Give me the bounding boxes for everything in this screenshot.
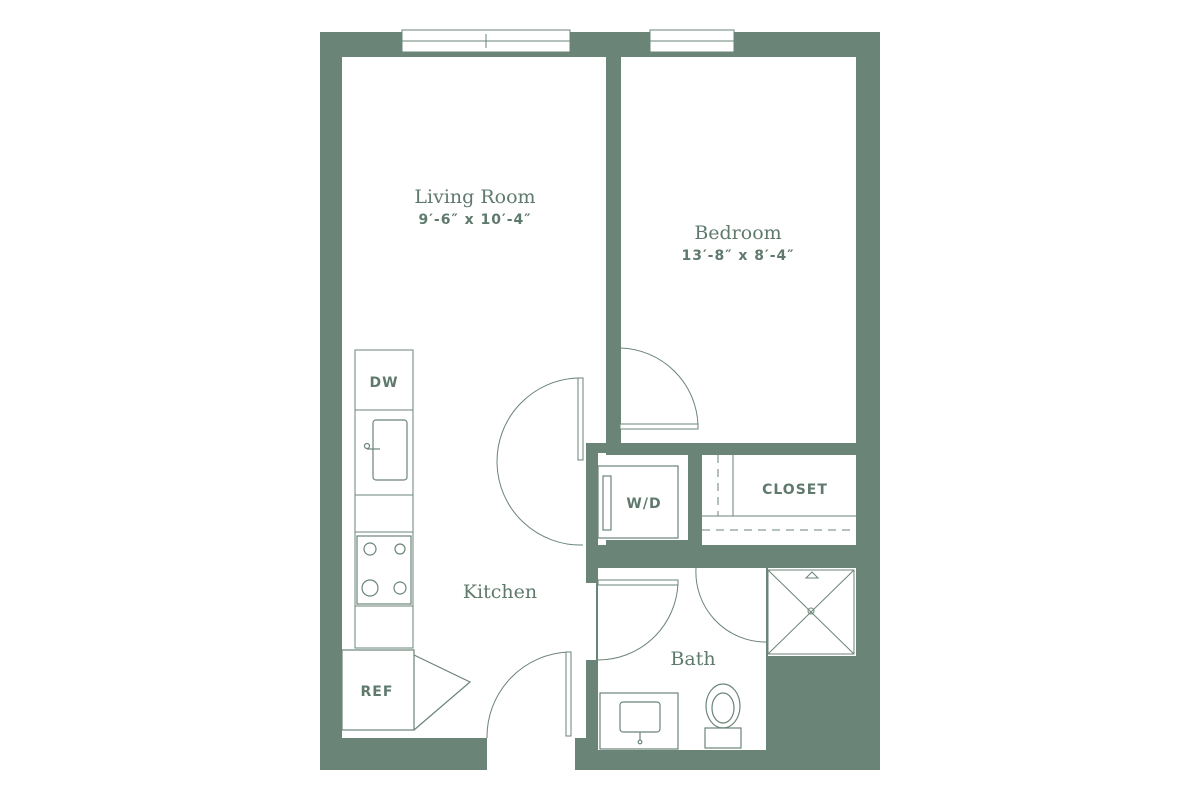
wall-corridor-top <box>586 443 772 453</box>
floor-areas <box>342 57 856 770</box>
shower <box>767 569 855 655</box>
refrigerator-icon <box>341 649 472 731</box>
wall-bath-top <box>586 553 598 583</box>
wall-laundry-left <box>586 443 598 550</box>
kitchen-name: Kitchen <box>463 581 537 603</box>
wall-bath-right <box>766 656 776 750</box>
vanity-sink-icon <box>599 692 679 750</box>
kitchen-counter <box>354 349 414 649</box>
interior-walls <box>320 57 880 770</box>
wall-living-bedroom <box>606 57 621 340</box>
dishwasher-label: DW <box>369 375 398 391</box>
toilet-icon <box>704 683 742 749</box>
bath-door-swing <box>597 582 679 661</box>
bedroom-floor <box>621 57 856 443</box>
closet-shelf <box>702 455 856 531</box>
living-room-dimensions: 9′-6″ x 10′-4″ <box>419 212 532 228</box>
shower-door-swing <box>695 567 767 643</box>
wall-laundry-bottom <box>586 545 856 553</box>
windows <box>401 29 735 53</box>
living-bedroom-door-swing <box>620 347 699 426</box>
doors <box>486 347 767 739</box>
laundry-floor <box>598 455 688 540</box>
refrigerator-label: REF <box>361 684 394 700</box>
living-room-name: Living Room <box>414 186 535 208</box>
wall-bath-left <box>586 660 598 770</box>
entry-door-swing <box>486 651 569 739</box>
labels: Living Room 9′-6″ x 10′-4″ Bedroom 13′-8… <box>361 186 828 700</box>
kitchen-hall-door-swing <box>496 377 584 546</box>
bath-floor <box>598 568 766 750</box>
bath-name: Bath <box>670 648 715 670</box>
wall-laundry-closet <box>688 453 702 550</box>
closet-label: CLOSET <box>762 482 828 498</box>
stove-icon <box>356 535 412 605</box>
wall-kitchen-bottom <box>320 738 486 770</box>
hall-floor <box>487 550 575 770</box>
sink-icon <box>363 419 408 481</box>
washer-dryer-label: W/D <box>626 496 661 512</box>
washer-dryer <box>597 465 679 539</box>
bedroom-dimensions: 13′-8″ x 8′-4″ <box>682 248 795 264</box>
wall-bath-bottom-block <box>776 656 880 770</box>
bedroom-name: Bedroom <box>694 222 781 244</box>
closet-floor <box>702 455 856 547</box>
